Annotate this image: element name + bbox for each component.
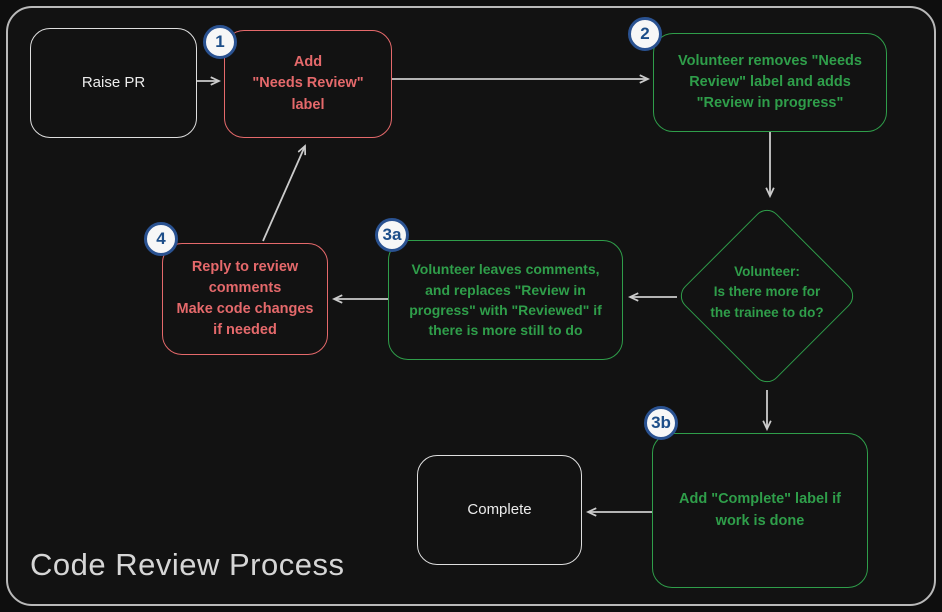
node-volunteer-removes-label: Volunteer removes "Needs Review" label a… (653, 33, 887, 132)
node-complete: Complete (417, 455, 582, 565)
decision-diamond-label: Volunteer: Is there more for the trainee… (710, 264, 824, 320)
node-volunteer-leaves-comments: Volunteer leaves comments, and replaces … (388, 240, 623, 360)
step-badge-1: 1 (203, 25, 237, 59)
node-raise-pr: Raise PR (30, 28, 197, 138)
step-badge-3b: 3b (644, 406, 678, 440)
node-add-needs-review-label: Add "Needs Review" label (224, 30, 392, 138)
diagram-title: Code Review Process (30, 547, 345, 582)
step-badge-2: 2 (628, 17, 662, 51)
step-badge-4: 4 (144, 222, 178, 256)
diagram-frame (6, 6, 936, 606)
node-add-complete-label: Add "Complete" label if work is done (652, 433, 868, 588)
step-badge-3a: 3a (375, 218, 409, 252)
node-reply-to-review-comments: Reply to review comments Make code chang… (162, 243, 328, 355)
